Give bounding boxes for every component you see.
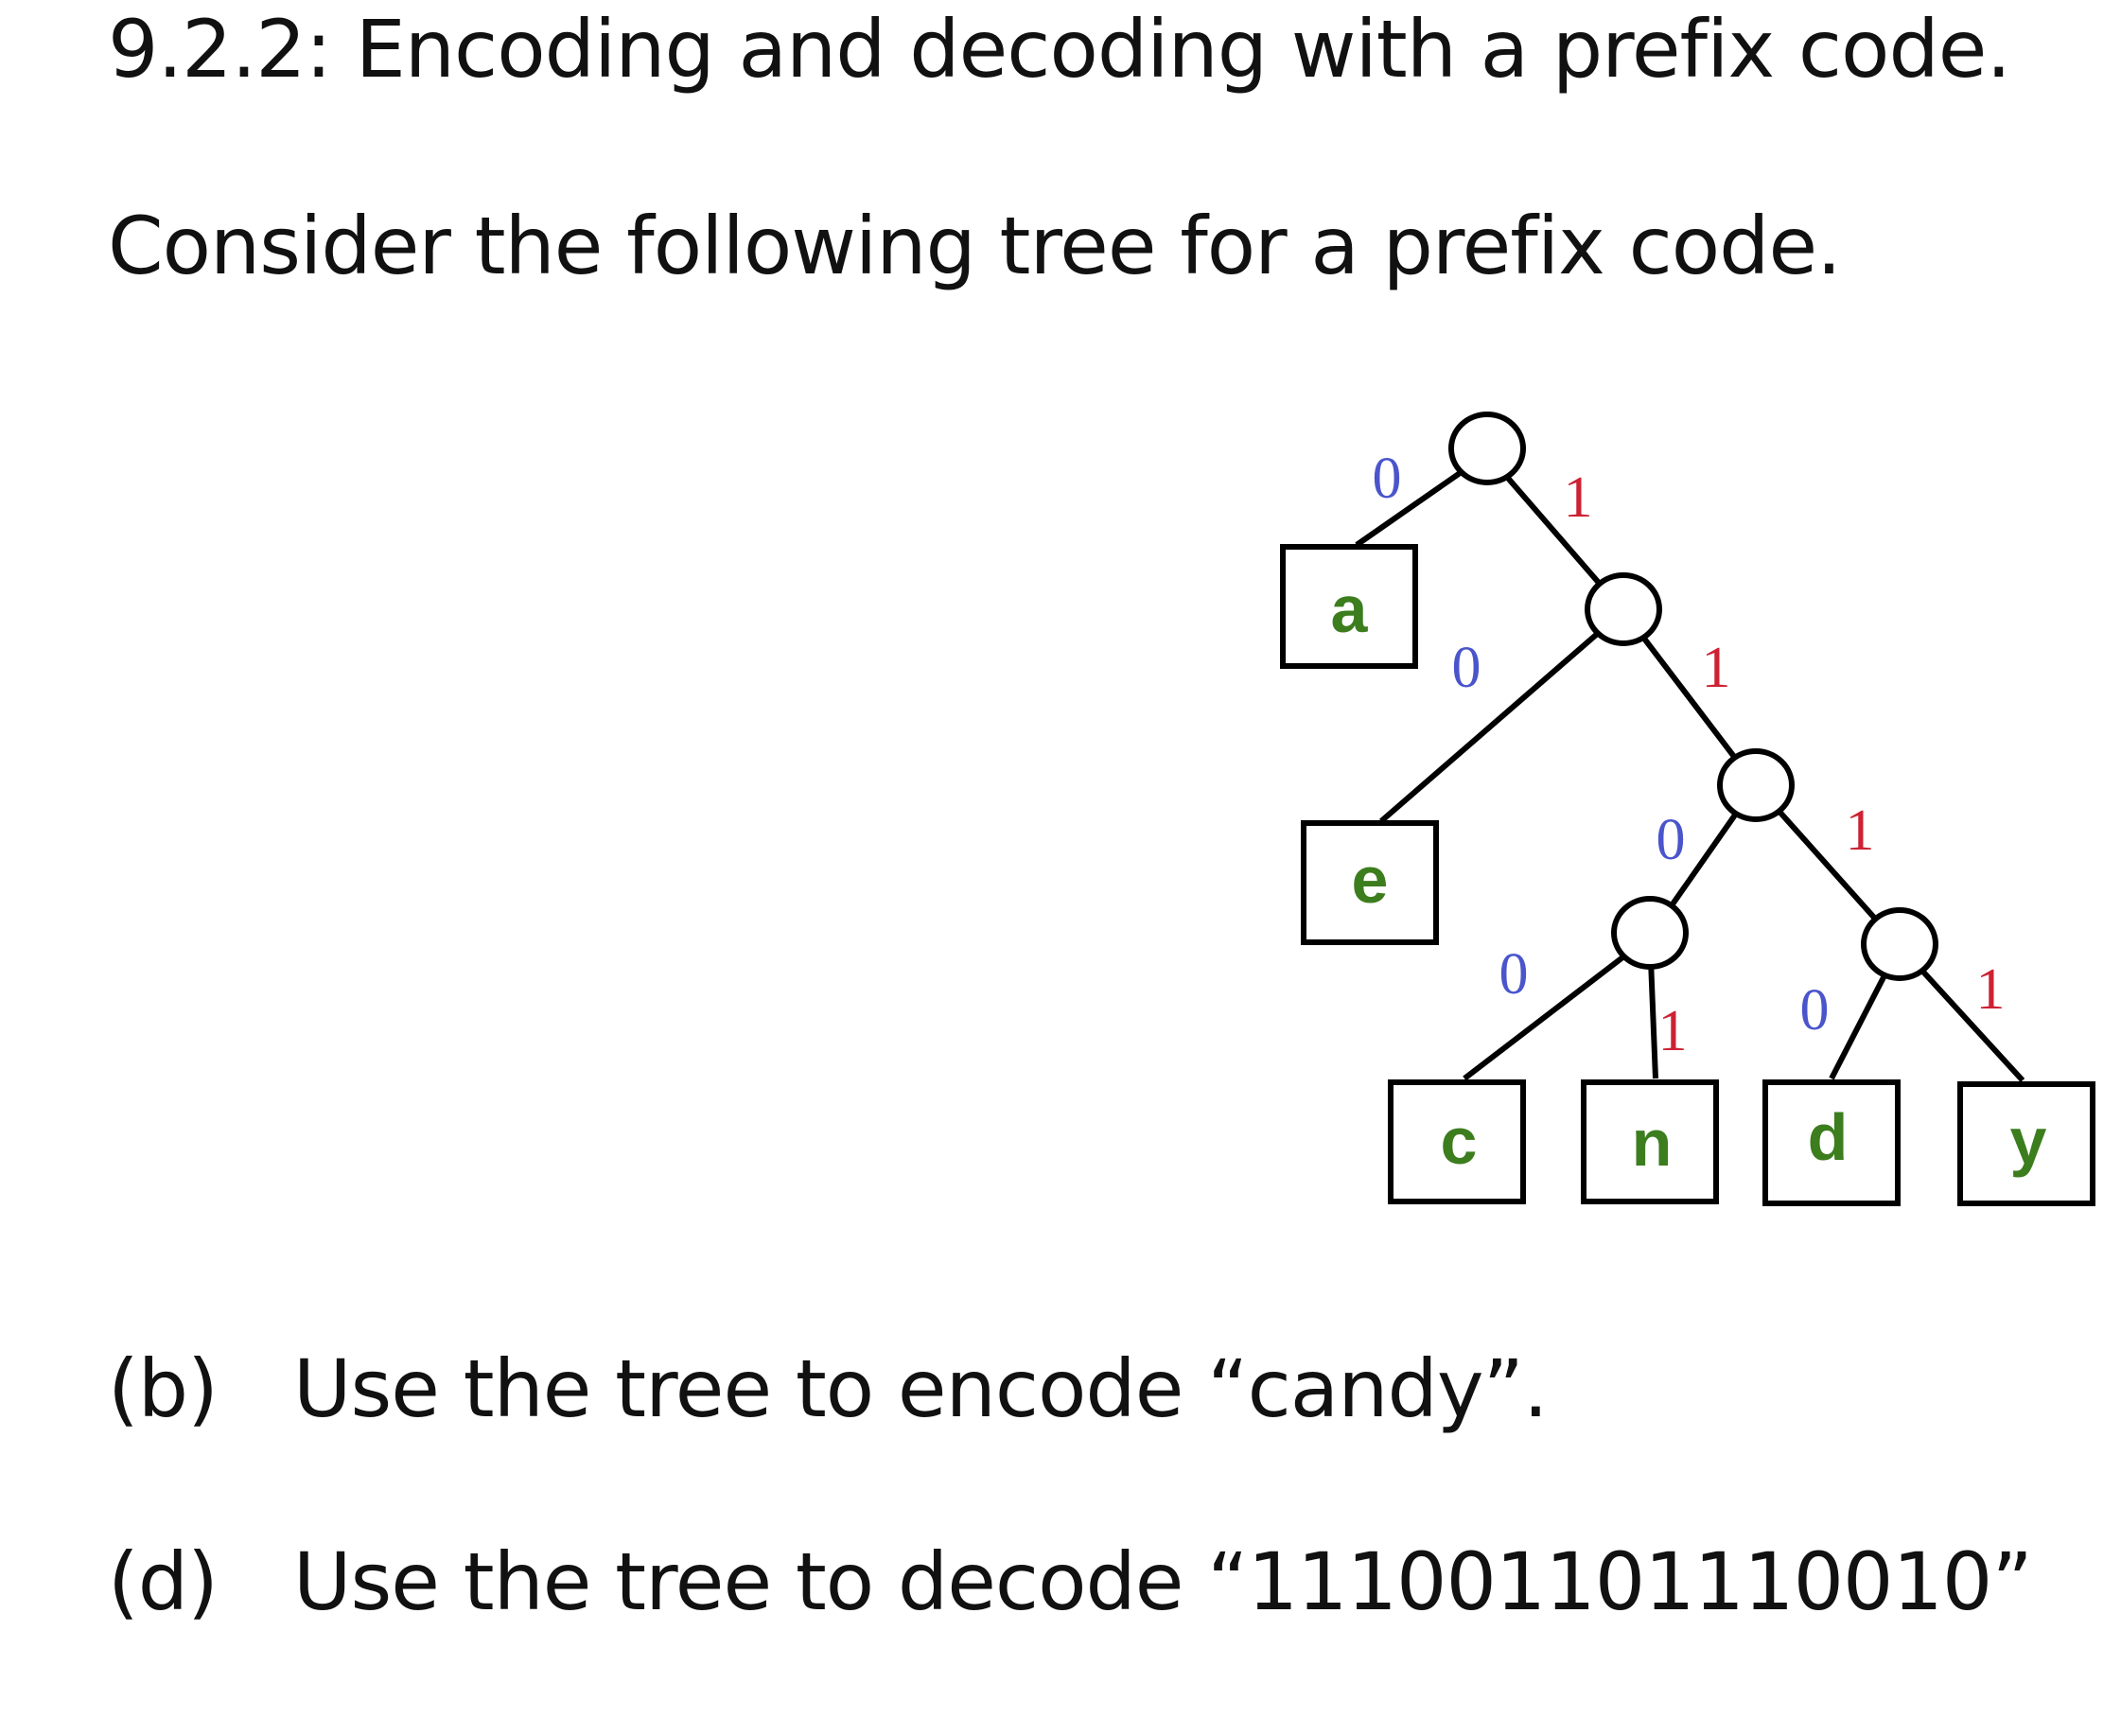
leaf-box-n [1581, 1079, 1719, 1204]
question-part-b: (b) Use the tree to encode “candy”. [108, 1341, 1549, 1436]
edge-n3-c [1463, 934, 1652, 1081]
intro-text: Consider the following tree for a prefix… [108, 200, 1842, 292]
bit-label-n4-y: 1 [1976, 957, 2006, 1022]
part-d-label: (d) [108, 1535, 219, 1628]
leaf-box-y [1957, 1081, 2095, 1206]
edge-n1-e [1379, 608, 1625, 824]
node-level-3-right [1861, 907, 1938, 981]
leaf-label-e: e [1352, 843, 1389, 917]
tree-leaves: a e c n d y [1280, 544, 2095, 1206]
leaf-box-d [1762, 1079, 1901, 1206]
node-level-1 [1585, 572, 1662, 646]
page-title: 9.2.2: Encoding and decoding with a pref… [108, 3, 2011, 96]
part-d-text: Use the tree to decode “111001101110010” [293, 1535, 2033, 1628]
tree-internal-nodes [1448, 412, 1938, 981]
leaf-label-a: a [1331, 572, 1369, 646]
bit-label-root-n1: 1 [1564, 465, 1593, 530]
leaf-label-d: d [1808, 1100, 1849, 1174]
bit-label-n4-d: 0 [1800, 978, 1830, 1043]
node-level-3-left [1611, 896, 1689, 970]
part-b-label: (b) [108, 1342, 219, 1435]
bit-label-n3-c: 0 [1499, 942, 1529, 1007]
leaf-box-c [1388, 1079, 1526, 1204]
part-b-text: Use the tree to encode “candy”. [293, 1342, 1549, 1435]
leaf-box-a [1280, 544, 1418, 669]
leaf-label-y: y [2010, 1104, 2047, 1178]
node-level-2 [1717, 748, 1795, 822]
leaf-box-e [1301, 820, 1439, 945]
leaf-label-c: c [1441, 1104, 1478, 1178]
bit-label-n2-n3: 0 [1656, 808, 1686, 872]
tree-edges [1355, 451, 2025, 1083]
bit-label-root-a: 0 [1373, 447, 1402, 511]
bit-label-n2-n4: 1 [1846, 798, 1875, 863]
tree-edge-labels: 0 1 0 1 0 1 0 1 0 1 [1373, 447, 2006, 1063]
bit-label-n1-e: 0 [1452, 636, 1481, 700]
leaf-label-n: n [1632, 1106, 1673, 1180]
bit-label-n3-n: 1 [1658, 999, 1688, 1063]
node-root [1448, 412, 1526, 485]
bit-label-n1-n2: 1 [1702, 636, 1731, 700]
question-part-d: (d) Use the tree to decode “1110011011100… [108, 1534, 2033, 1629]
